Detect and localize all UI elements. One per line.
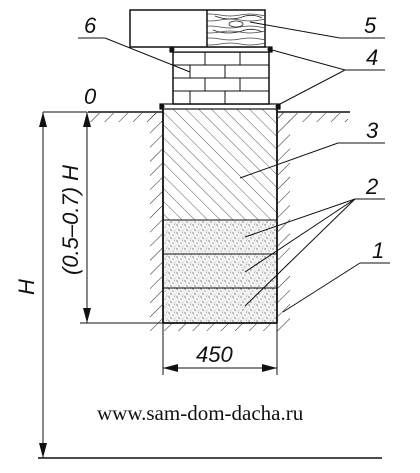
callout-1: 1: [282, 238, 390, 313]
callout-label-5: 5: [364, 13, 377, 38]
ground-surface: [88, 111, 350, 122]
wooden-beam: [129, 9, 266, 48]
depth-dimension: (0.5–0.7) H: [58, 112, 163, 324]
pit-outline: [162, 108, 278, 324]
total-dimension-label: H: [14, 279, 39, 295]
depth-dimension-label: (0.5–0.7) H: [58, 165, 83, 275]
callout-2: 2: [244, 174, 385, 307]
callout-6: 6: [78, 13, 191, 73]
width-dimension-label: 450: [196, 342, 233, 367]
callout-3: 3: [239, 118, 385, 179]
site-url: www.sam-dom-dacha.ru: [97, 401, 304, 425]
total-dimension: H: [14, 111, 382, 459]
sand-layers: [163, 219, 277, 323]
width-dimension: 450: [162, 323, 278, 375]
brick-column: [172, 51, 270, 105]
callout-label-2: 2: [365, 174, 378, 199]
callout-label-1: 1: [372, 238, 384, 263]
callout-label-6: 6: [84, 13, 97, 38]
callout-4: 4: [271, 45, 385, 105]
ground-level-label: 0: [84, 84, 97, 109]
callout-label-3: 3: [366, 118, 379, 143]
callout-label-4: 4: [366, 45, 378, 70]
callout-5: 5: [249, 13, 385, 39]
concrete-pillar: [163, 108, 277, 220]
